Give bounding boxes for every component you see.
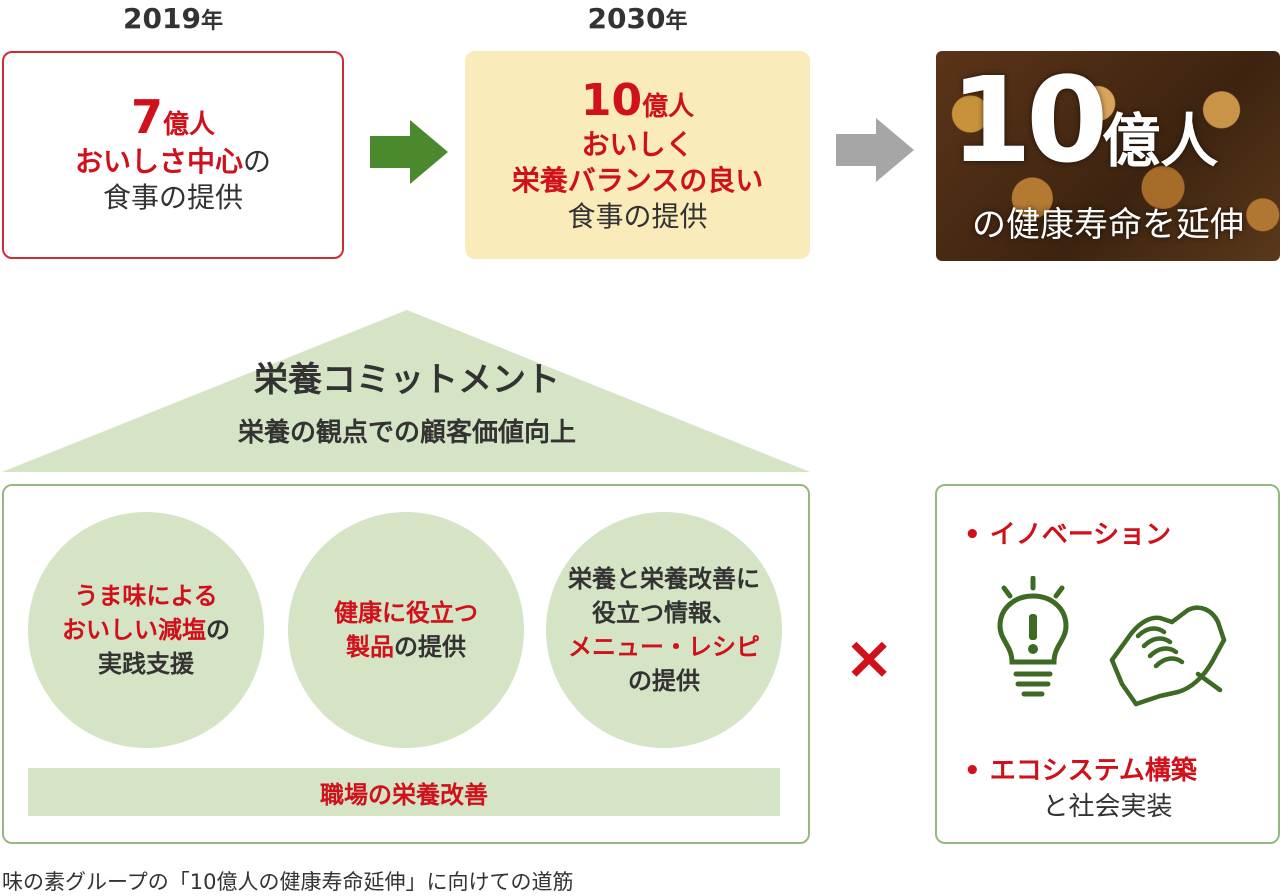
box-2030-number: 10億人	[580, 74, 695, 126]
circle3-line1: 栄養と栄養改善に	[568, 565, 760, 593]
ecosystem-item: • エコシステム構築	[964, 756, 1197, 786]
photo-subtitle: の健康寿命を延伸	[972, 205, 1244, 245]
innovation-box	[935, 484, 1280, 844]
commitment-subtitle: 栄養の観点での顧客価値向上	[237, 418, 576, 448]
box-2030-line3: 食事の提供	[567, 199, 708, 233]
box-2030-line2: 栄養バランスの良い	[511, 163, 764, 197]
roof-triangle	[2, 310, 810, 472]
figure-caption: 味の素グループの「10億人の健康寿命延伸」に向けての道筋	[2, 870, 574, 894]
innovation-item: • イノベーション	[964, 520, 1172, 550]
circle1-line2: おいしい減塩の	[62, 616, 230, 644]
box-2030-line1: おいしく	[581, 127, 694, 161]
circle3-line3: メニュー・レシピ	[568, 633, 760, 661]
circle1-line3: 実践支援	[98, 650, 194, 678]
workplace-nutrition-bar: 職場の栄養改善	[28, 768, 780, 816]
box-2019-number: 7億人	[130, 90, 216, 144]
lightbulb-icon	[997, 576, 1069, 697]
circle3-line2: 役立つ情報、	[592, 599, 736, 627]
year-2030-label: 2030年	[587, 2, 688, 35]
photo-headline: 10億人	[950, 51, 1219, 189]
circle-umami-salt: うま味による おいしい減塩の 実践支援	[28, 512, 264, 748]
commitment-body	[2, 484, 810, 844]
handshake-icon	[1109, 605, 1227, 707]
times-icon: ×	[844, 623, 895, 693]
box-2019-line1: おいしさ中心の	[74, 145, 272, 178]
circle1-line1: うま味による	[74, 582, 218, 610]
circle-nutrition-info: 栄養と栄養改善に 役立つ情報、 メニュー・レシピ の提供	[546, 512, 782, 748]
gray-arrow-icon	[836, 118, 914, 182]
circle2-line2: 製品の提供	[346, 633, 466, 661]
box-2019: 7億人 おいしさ中心の 食事の提供	[2, 51, 344, 259]
commitment-title: 栄養コミットメント	[254, 360, 560, 400]
crowd-photo: 10億人 の健康寿命を延伸	[936, 51, 1280, 261]
box-2019-line2: 食事の提供	[102, 181, 243, 214]
year-2019-label: 2019年	[123, 2, 223, 35]
green-arrow-icon	[370, 120, 448, 184]
circle-health-products: 健康に役立つ 製品の提供	[288, 512, 524, 748]
box-2030: 10億人 おいしく 栄養バランスの良い 食事の提供	[465, 51, 810, 259]
circle3-line4: の提供	[628, 667, 700, 695]
circle2-line1: 健康に役立つ	[334, 599, 478, 627]
ecosystem-subtext: と社会実装	[1042, 792, 1173, 822]
